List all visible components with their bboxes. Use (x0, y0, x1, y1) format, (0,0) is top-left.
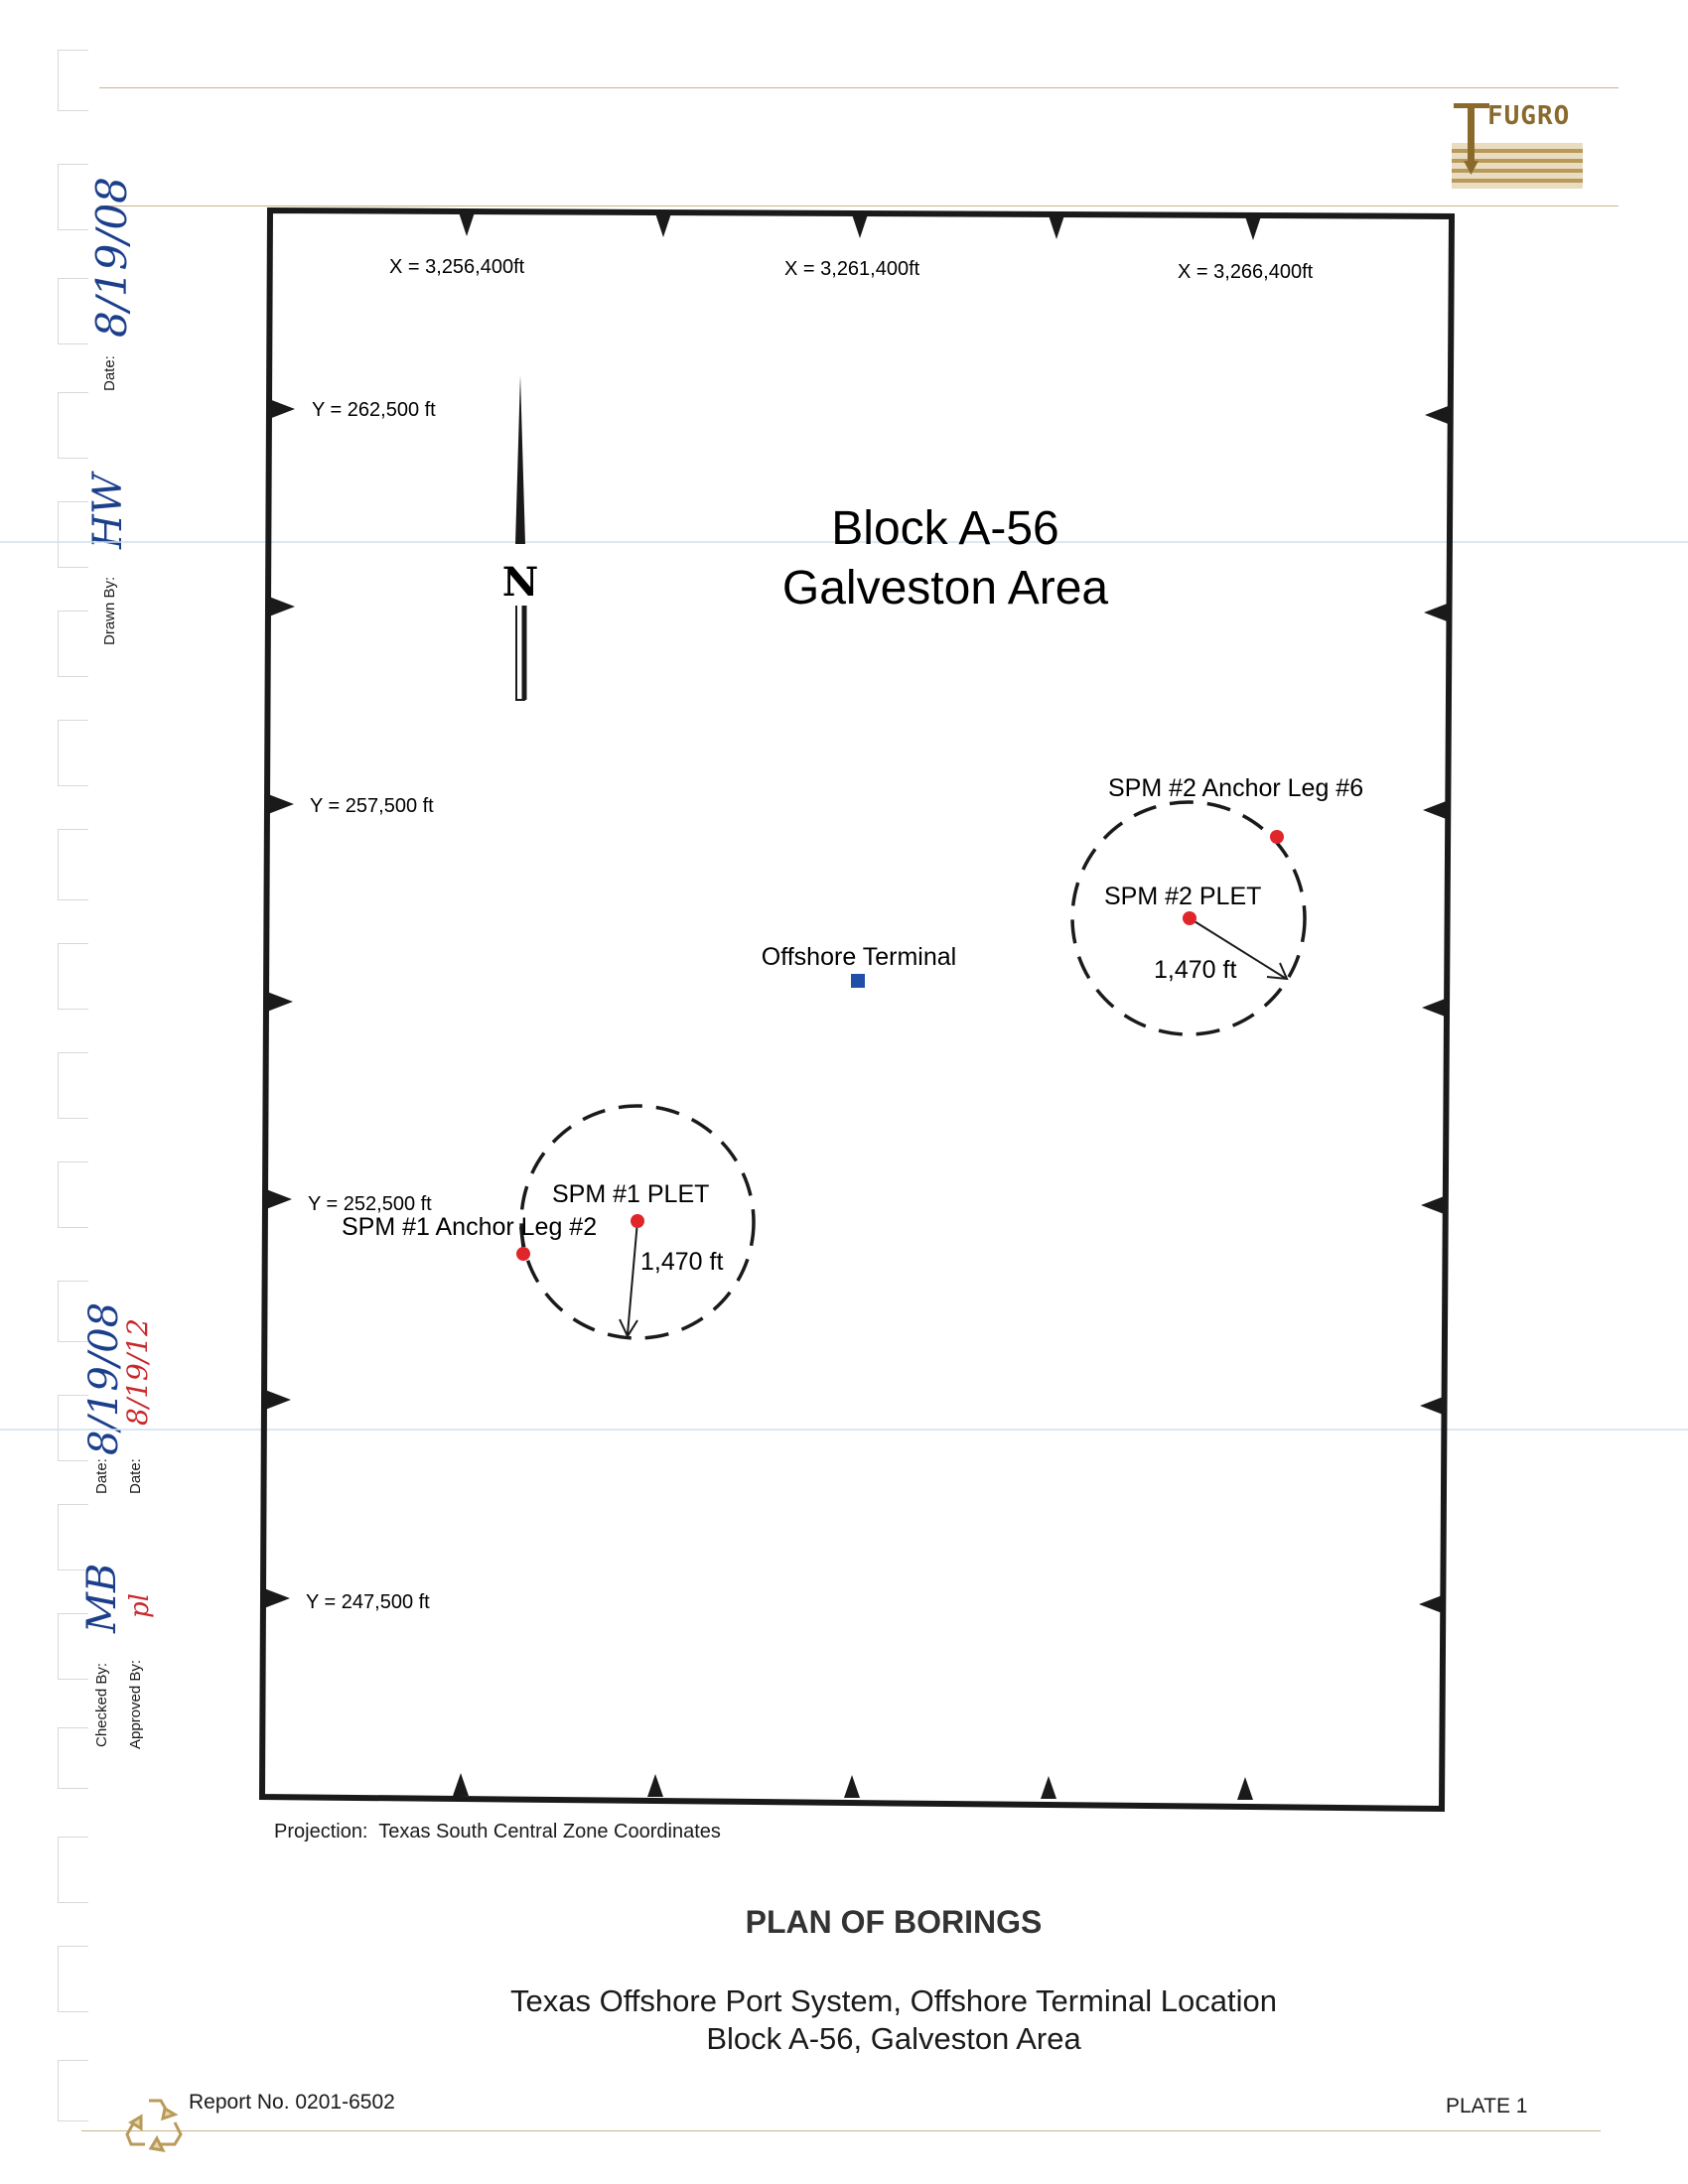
spm1-plet-label: SPM #1 PLET (552, 1180, 709, 1208)
tick-mark (453, 1773, 469, 1796)
north-arrow-icon (515, 375, 527, 701)
terminal-label: Offshore Terminal (762, 943, 956, 971)
spm2-anchor-point (1270, 830, 1284, 844)
spm1-anchor-point (516, 1247, 530, 1261)
tick-mark (852, 214, 868, 238)
logo-text: FUGRO (1487, 101, 1571, 131)
plate-number: PLATE 1 (1446, 2095, 1528, 2117)
report-number: Report No. 0201-6502 (189, 2091, 395, 2114)
tick-mark (1422, 998, 1448, 1018)
bottom-tick-marks (453, 1773, 1253, 1800)
tick-mark (265, 1390, 291, 1410)
subtitle-line2: Block A-56, Galveston Area (706, 2021, 1081, 2056)
spm2-radius-label: 1,470 ft (1154, 956, 1236, 984)
y-label: Y = 252,500 ft (308, 1193, 432, 1215)
spm2-radius-circle (1070, 800, 1307, 1036)
tick-mark (647, 1774, 663, 1797)
north-label: N (502, 559, 539, 606)
tick-mark (268, 794, 294, 814)
tick-mark (1041, 1776, 1056, 1799)
spm1-radius-circle (519, 1104, 756, 1340)
spm1-arrow-icon (619, 1318, 638, 1339)
y-label: Y = 257,500 ft (310, 795, 434, 817)
spm2-plet-label: SPM #2 PLET (1104, 883, 1261, 910)
map-title-line2: Galveston Area (782, 562, 1109, 614)
spm2-arrow-icon (1266, 962, 1289, 981)
tick-mark (1421, 1195, 1447, 1215)
x-label: X = 3,261,400ft (784, 258, 920, 280)
tick-mark (655, 213, 671, 237)
top-tick-marks (459, 212, 1261, 240)
spm1-anchor-label: SPM #1 Anchor Leg #2 (342, 1213, 597, 1241)
tick-mark (1423, 800, 1449, 820)
tick-mark (264, 1588, 290, 1608)
map-frame (258, 206, 1456, 1813)
spm2-plet-point (1183, 911, 1196, 925)
x-label: X = 3,256,400ft (389, 256, 525, 278)
spm1-plet-point (631, 1214, 644, 1228)
bottom-rule (81, 2130, 1601, 2131)
spm1-radius-line (627, 1220, 638, 1335)
tick-mark (1049, 215, 1064, 239)
tick-mark (844, 1775, 860, 1798)
tick-mark (1419, 1594, 1445, 1614)
recycle-icon (123, 2093, 187, 2157)
x-label: X = 3,266,400ft (1178, 261, 1314, 283)
header-rule (99, 205, 1618, 206)
plan-title: PLAN OF BORINGS (745, 1904, 1043, 1940)
map-title-line1: Block A-56 (831, 502, 1058, 555)
tick-mark (1424, 603, 1450, 622)
subtitle-line1: Texas Offshore Port System, Offshore Ter… (510, 1983, 1277, 2018)
right-tick-marks (1419, 405, 1451, 1614)
left-tick-marks (264, 399, 295, 1608)
y-label: Y = 262,500 ft (312, 399, 436, 421)
tick-mark (1425, 405, 1451, 425)
tick-mark (269, 399, 295, 419)
tick-mark (1420, 1396, 1446, 1416)
terminal-marker (851, 974, 865, 988)
y-label: Y = 247,500 ft (306, 1591, 430, 1613)
spm1-radius-label: 1,470 ft (640, 1248, 723, 1276)
top-rule (99, 87, 1618, 88)
fugro-logo: FUGRO (1452, 99, 1583, 189)
tick-mark (1237, 1777, 1253, 1800)
tick-mark (267, 992, 293, 1012)
tick-mark (266, 1189, 292, 1209)
tick-mark (1245, 216, 1261, 240)
spm2-anchor-label: SPM #2 Anchor Leg #6 (1108, 774, 1363, 802)
spm2-radius-line (1189, 917, 1286, 979)
tick-mark (459, 212, 475, 236)
projection-note: Projection: Texas South Central Zone Coo… (274, 1821, 721, 1843)
tick-mark (269, 597, 295, 616)
